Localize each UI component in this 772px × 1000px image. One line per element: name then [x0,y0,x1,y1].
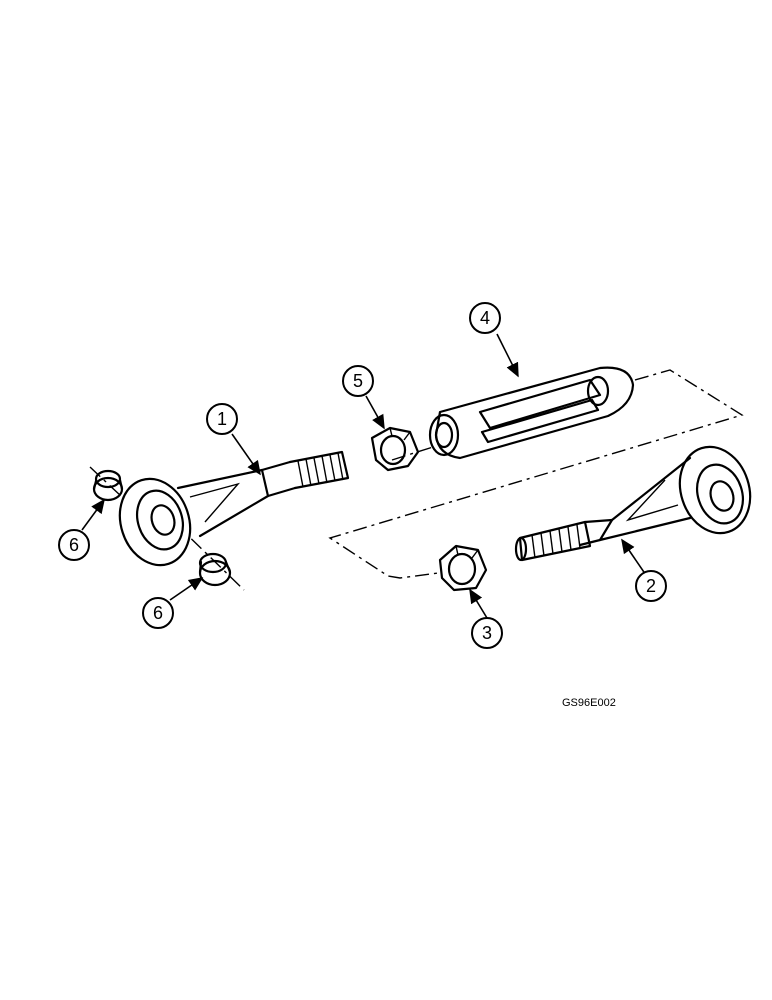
callout-4: 4 [469,302,501,334]
callout-2-label: 2 [646,576,656,596]
callout-1: 1 [206,403,238,435]
callout-3: 3 [471,617,503,649]
callout-6-upper: 6 [58,529,90,561]
bushing-part-6-upper [92,469,124,502]
leader-lines [81,333,649,619]
callout-5-label: 5 [353,371,363,391]
callout-6-upper-label: 6 [69,535,79,555]
right-rod-thread [514,520,592,562]
callout-2: 2 [635,570,667,602]
figure-code: GS96E002 [562,697,616,709]
callout-3-label: 3 [482,623,492,643]
callout-1-label: 1 [217,409,227,429]
callout-6-lower-label: 6 [153,603,163,623]
bushing-part-6-lower [198,552,232,587]
callout-4-label: 4 [480,308,490,328]
hex-nut-part-3 [438,544,488,592]
hex-nut-part-5 [370,426,420,472]
alignment-lines [89,369,744,591]
callout-6-lower: 6 [142,597,174,629]
left-rod-thread [288,450,350,490]
left-rod-end-part-1 [118,450,350,567]
right-rod-end-part-2 [514,445,752,562]
turnbuckle-sleeve-part-4 [428,366,635,460]
callout-5: 5 [342,365,374,397]
